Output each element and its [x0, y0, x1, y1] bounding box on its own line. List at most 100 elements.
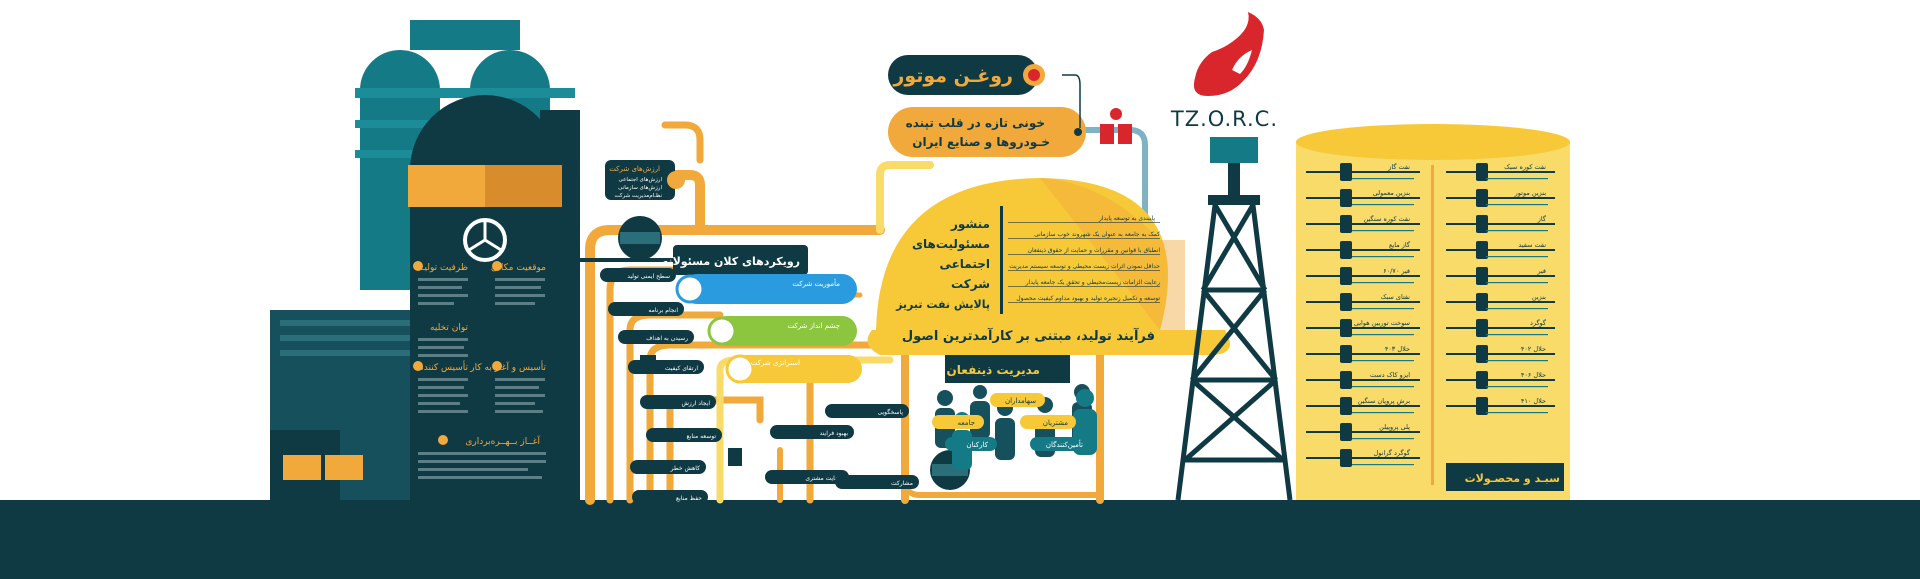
- products-header: [1446, 463, 1564, 491]
- product-row: حلال ۴۰۶: [1446, 371, 1555, 389]
- product-name: نفت کوره سنگین: [1363, 215, 1410, 223]
- svg-text:کاهش خطر: کاهش خطر: [670, 465, 700, 472]
- pipe-label: رسیدن به اهداف: [618, 330, 694, 344]
- company-value-item: ارزش‌های اجتماعی: [619, 177, 663, 183]
- tower-section-title: موقعیت مکانی: [491, 263, 546, 273]
- product-row: حلال ۴۰۲: [1446, 345, 1555, 363]
- product-name: گوگرد: [1530, 319, 1547, 327]
- pipe-label: بهبود فرایند: [770, 425, 854, 439]
- tower-section: تأسیس کننده: [413, 360, 468, 413]
- pipe-label: پاسخگویی: [825, 404, 909, 418]
- svg-text:سطح ایمنی تولید: سطح ایمنی تولید: [627, 273, 670, 280]
- oil-drop-icon: [1028, 69, 1040, 81]
- stakeholder-group: جامعه: [932, 415, 984, 429]
- pipe-label: توسعه منابع: [646, 428, 722, 442]
- charter-heading-line: منشور: [950, 217, 990, 232]
- svg-text:جامعه: جامعه: [958, 419, 975, 427]
- stakeholders-title: مدیریت ذینفعان: [947, 363, 1040, 377]
- product-name: بنزین معمولی: [1373, 189, 1411, 197]
- product-name: ایزو کاک دست: [1370, 371, 1410, 379]
- charter-heading-line: پالایش نفت تبریز: [895, 298, 990, 311]
- stakeholders-panel: مدیریت ذینفعان سهامداران جامعه کارکنان م…: [932, 355, 1097, 470]
- helmet-brim: [867, 330, 1230, 355]
- motor-oil-tagline-pill: [888, 107, 1086, 157]
- company-value-item: ارزش‌های سازمانی: [618, 185, 662, 191]
- product-valve-icon: [1340, 293, 1352, 311]
- valve-handle-icon: [1110, 108, 1122, 120]
- product-row: سوخت توربین هوایی: [1306, 319, 1420, 337]
- svg-text:توسعه منابع: توسعه منابع: [686, 433, 716, 440]
- motor-oil-callout: روغـن موتور خونی تازه در قلب تپنده خـودر…: [888, 55, 1086, 157]
- pipe-label: ارتقای کیفیت: [628, 360, 704, 374]
- product-name: حلال ۴۰۲: [1521, 345, 1546, 353]
- product-valve-icon: [1340, 345, 1352, 363]
- product-name: حلال ۴۱۰: [1521, 397, 1546, 405]
- svg-text:پاسخگویی: پاسخگویی: [878, 408, 904, 416]
- ground-band: [0, 500, 1920, 579]
- charter-item: کمک به جامعه به عنوان یک شهروند خوب سازم…: [1034, 231, 1160, 238]
- product-name: نفت سفید: [1518, 241, 1546, 249]
- product-valve-icon: [1340, 319, 1352, 337]
- tower-section: آغــاز بــهــره‌برداری: [418, 435, 546, 479]
- tower-section: توان تخلیه: [418, 323, 468, 357]
- product-name: پلی پروپیلن: [1379, 423, 1410, 431]
- tower-section-title: ظرفیت تولیـد: [417, 263, 468, 273]
- approach-item: [732, 355, 862, 383]
- product-valve-icon: [1476, 215, 1488, 233]
- product-name: بنزین موتور: [1514, 189, 1547, 197]
- product-name: گاز: [1537, 215, 1547, 223]
- svg-text:ارتقای کیفیت: ارتقای کیفیت: [665, 365, 698, 372]
- svg-text:ایجاد ارزش: ایجاد ارزش: [682, 400, 711, 407]
- tower-section: موقعیت مکانی: [491, 261, 546, 305]
- product-name: سوخت توربین هوایی: [1354, 319, 1410, 327]
- stakeholder-group: کارکنان: [945, 437, 997, 451]
- charter-item: حداقل نمودن اثرات زیست محیطی و توسعه سیس…: [1009, 263, 1160, 270]
- truck-icon: [413, 361, 423, 371]
- svg-text:مشتریان: مشتریان: [1043, 419, 1068, 427]
- stakeholder-group: مشتریان: [1020, 415, 1076, 429]
- company-values-title: ارزش‌های شرکت: [609, 165, 660, 173]
- product-valve-icon: [1340, 241, 1352, 259]
- tower-sections: موقعیت مکانی ظرفیت تولیـد توان تخلیه تأس…: [413, 261, 546, 479]
- stakeholder-group: سهامداران: [990, 393, 1045, 407]
- storage-tank: سبـد و محصـولات: [1296, 124, 1570, 500]
- tower-section-title: توان تخلیه: [430, 323, 468, 333]
- charter-item: پایبندی به توسعه پایدار: [1098, 215, 1155, 222]
- svg-text:انجام برنامه: انجام برنامه: [648, 307, 678, 314]
- product-row: پلی پروپیلن: [1306, 423, 1420, 441]
- valve-icon: [728, 448, 742, 466]
- approaches-header: [673, 245, 808, 275]
- approach-title: مأموریت شرکت: [792, 278, 840, 288]
- motor-oil-title-pill: [888, 55, 1038, 95]
- product-row: نفت کوره سنگین: [1306, 215, 1420, 233]
- product-valve-icon: [1340, 423, 1352, 441]
- product-row: نفتای سبک: [1306, 293, 1420, 311]
- product-row: گاز: [1446, 215, 1555, 233]
- product-valve-icon: [1476, 267, 1488, 285]
- charter-item: رعایت الزامات زیست‌محیطی و تحقق یک جامعه…: [1025, 279, 1160, 286]
- product-valve-icon: [1476, 319, 1488, 337]
- product-row: بنزین: [1446, 293, 1555, 311]
- pipe-label: سطح ایمنی تولید: [600, 268, 676, 282]
- product-row: قیر ۶۰/۷۰: [1306, 267, 1420, 285]
- capacity-icon: [413, 261, 423, 271]
- product-row: نفت سفید: [1446, 241, 1555, 259]
- charter-heading-line: اجتماعی: [939, 257, 990, 271]
- product-row: نفت کوره سبک: [1446, 163, 1555, 181]
- pipe-label: مشارکت: [835, 475, 919, 489]
- approaches-panel: رویکردهای کلان مسئولانه مأموریت شرکت چشم…: [662, 245, 862, 384]
- tower-section-title: آغــاز بــهــره‌برداری: [465, 435, 540, 447]
- approach-item: [712, 316, 857, 346]
- approach-title: استراتژی شرکت: [751, 359, 800, 367]
- product-valve-icon: [1340, 397, 1352, 415]
- dollar-gear-icon: [707, 316, 737, 346]
- pipe-label: رضایت مشتری: [765, 470, 849, 484]
- product-name: گوگرد گرانول: [1374, 449, 1411, 457]
- tower-window: [283, 455, 321, 480]
- location-pin-icon: [492, 261, 502, 271]
- product-row: بنزین موتور: [1446, 189, 1555, 207]
- motor-oil-tagline: خونی تازه در قلب تپنده: [906, 116, 1045, 131]
